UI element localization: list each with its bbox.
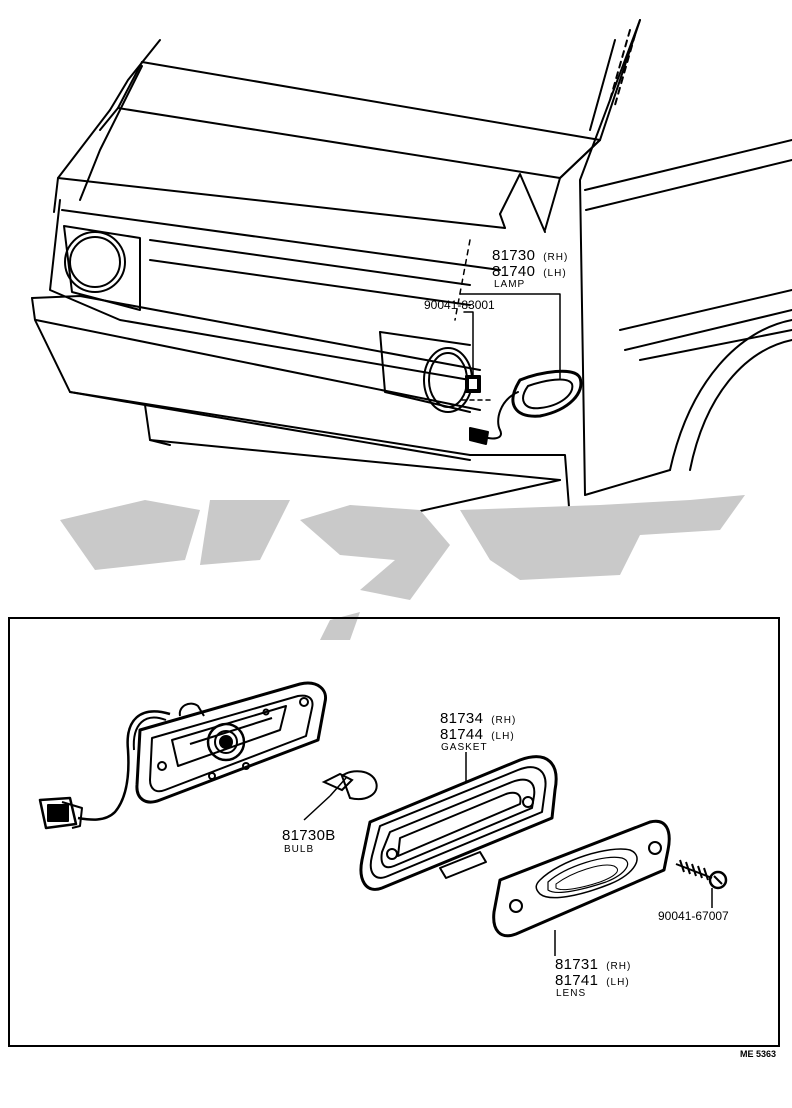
bulb-name: BULB [284,844,315,855]
gasket-lh-side: (LH) [491,731,515,742]
bulb-part: 81730B [282,827,336,844]
lens-rh-callout: 81731 (RH) [555,957,631,972]
leader-lines [303,752,713,956]
screw-bottom-part: 90041-67007 [658,909,729,923]
lamp-name: LAMP [494,279,526,290]
gasket-drawing [359,755,558,891]
screw-drawing [675,859,728,890]
lamp-rh-callout: 81730 (RH) [492,248,568,263]
gasket-lh-callout: 81744 (LH) [440,727,515,742]
lens-lh-part: 81741 [555,972,599,989]
lens-name: LENS [556,988,587,999]
lamp-lh-side: (LH) [543,268,567,279]
screw-top-part: 90041-83001 [424,298,495,312]
gasket-rh-side: (RH) [491,715,517,726]
gasket-rh-callout: 81734 (RH) [440,711,516,726]
lens-rh-part: 81731 [555,956,599,973]
lamp-rh-side: (RH) [543,252,569,263]
lamp-housing-drawing [38,681,328,830]
lens-rh-side: (RH) [606,961,632,972]
gasket-name: GASKET [441,742,488,753]
gasket-rh-part: 81734 [440,710,484,727]
drawing-code: ME 5363 [740,1049,777,1059]
lamp-lh-callout: 81740 (LH) [492,264,567,279]
lamp-lh-part: 81740 [492,263,536,280]
vehicle-front-illustration [31,19,792,521]
gasket-lh-part: 81744 [440,726,484,743]
bulb-drawing [321,770,378,800]
watermark-logo [60,495,745,640]
detail-frame [8,617,780,1047]
lens-drawing [492,819,671,938]
lens-lh-callout: 81741 (LH) [555,973,630,988]
lamp-rh-part: 81730 [492,247,536,264]
lens-lh-side: (LH) [606,977,630,988]
